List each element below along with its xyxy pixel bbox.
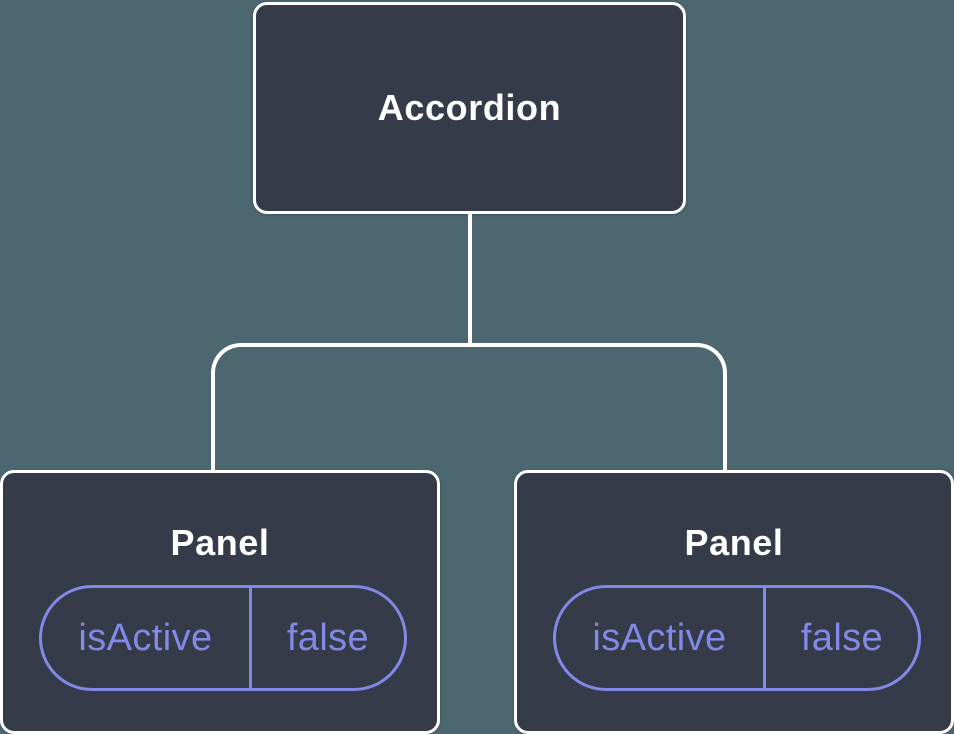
connector-stem	[468, 212, 472, 345]
panel-2-state-value: false	[800, 616, 884, 659]
panel-2-state-pill: isActive false	[553, 585, 921, 691]
node-accordion: Accordion	[253, 2, 686, 214]
node-panel-1: Panel isActive false	[0, 470, 440, 734]
node-panel-2: Panel isActive false	[514, 470, 954, 734]
panel-1-state-pill: isActive false	[39, 585, 407, 691]
panel-1-state-value: false	[286, 616, 370, 659]
panel-2-state-key: isActive	[556, 588, 766, 688]
connector-bracket	[211, 343, 727, 473]
panel-1-state-key: isActive	[42, 588, 252, 688]
panel-1-label: Panel	[170, 522, 270, 563]
accordion-label: Accordion	[377, 87, 562, 128]
panel-2-label: Panel	[684, 522, 784, 563]
